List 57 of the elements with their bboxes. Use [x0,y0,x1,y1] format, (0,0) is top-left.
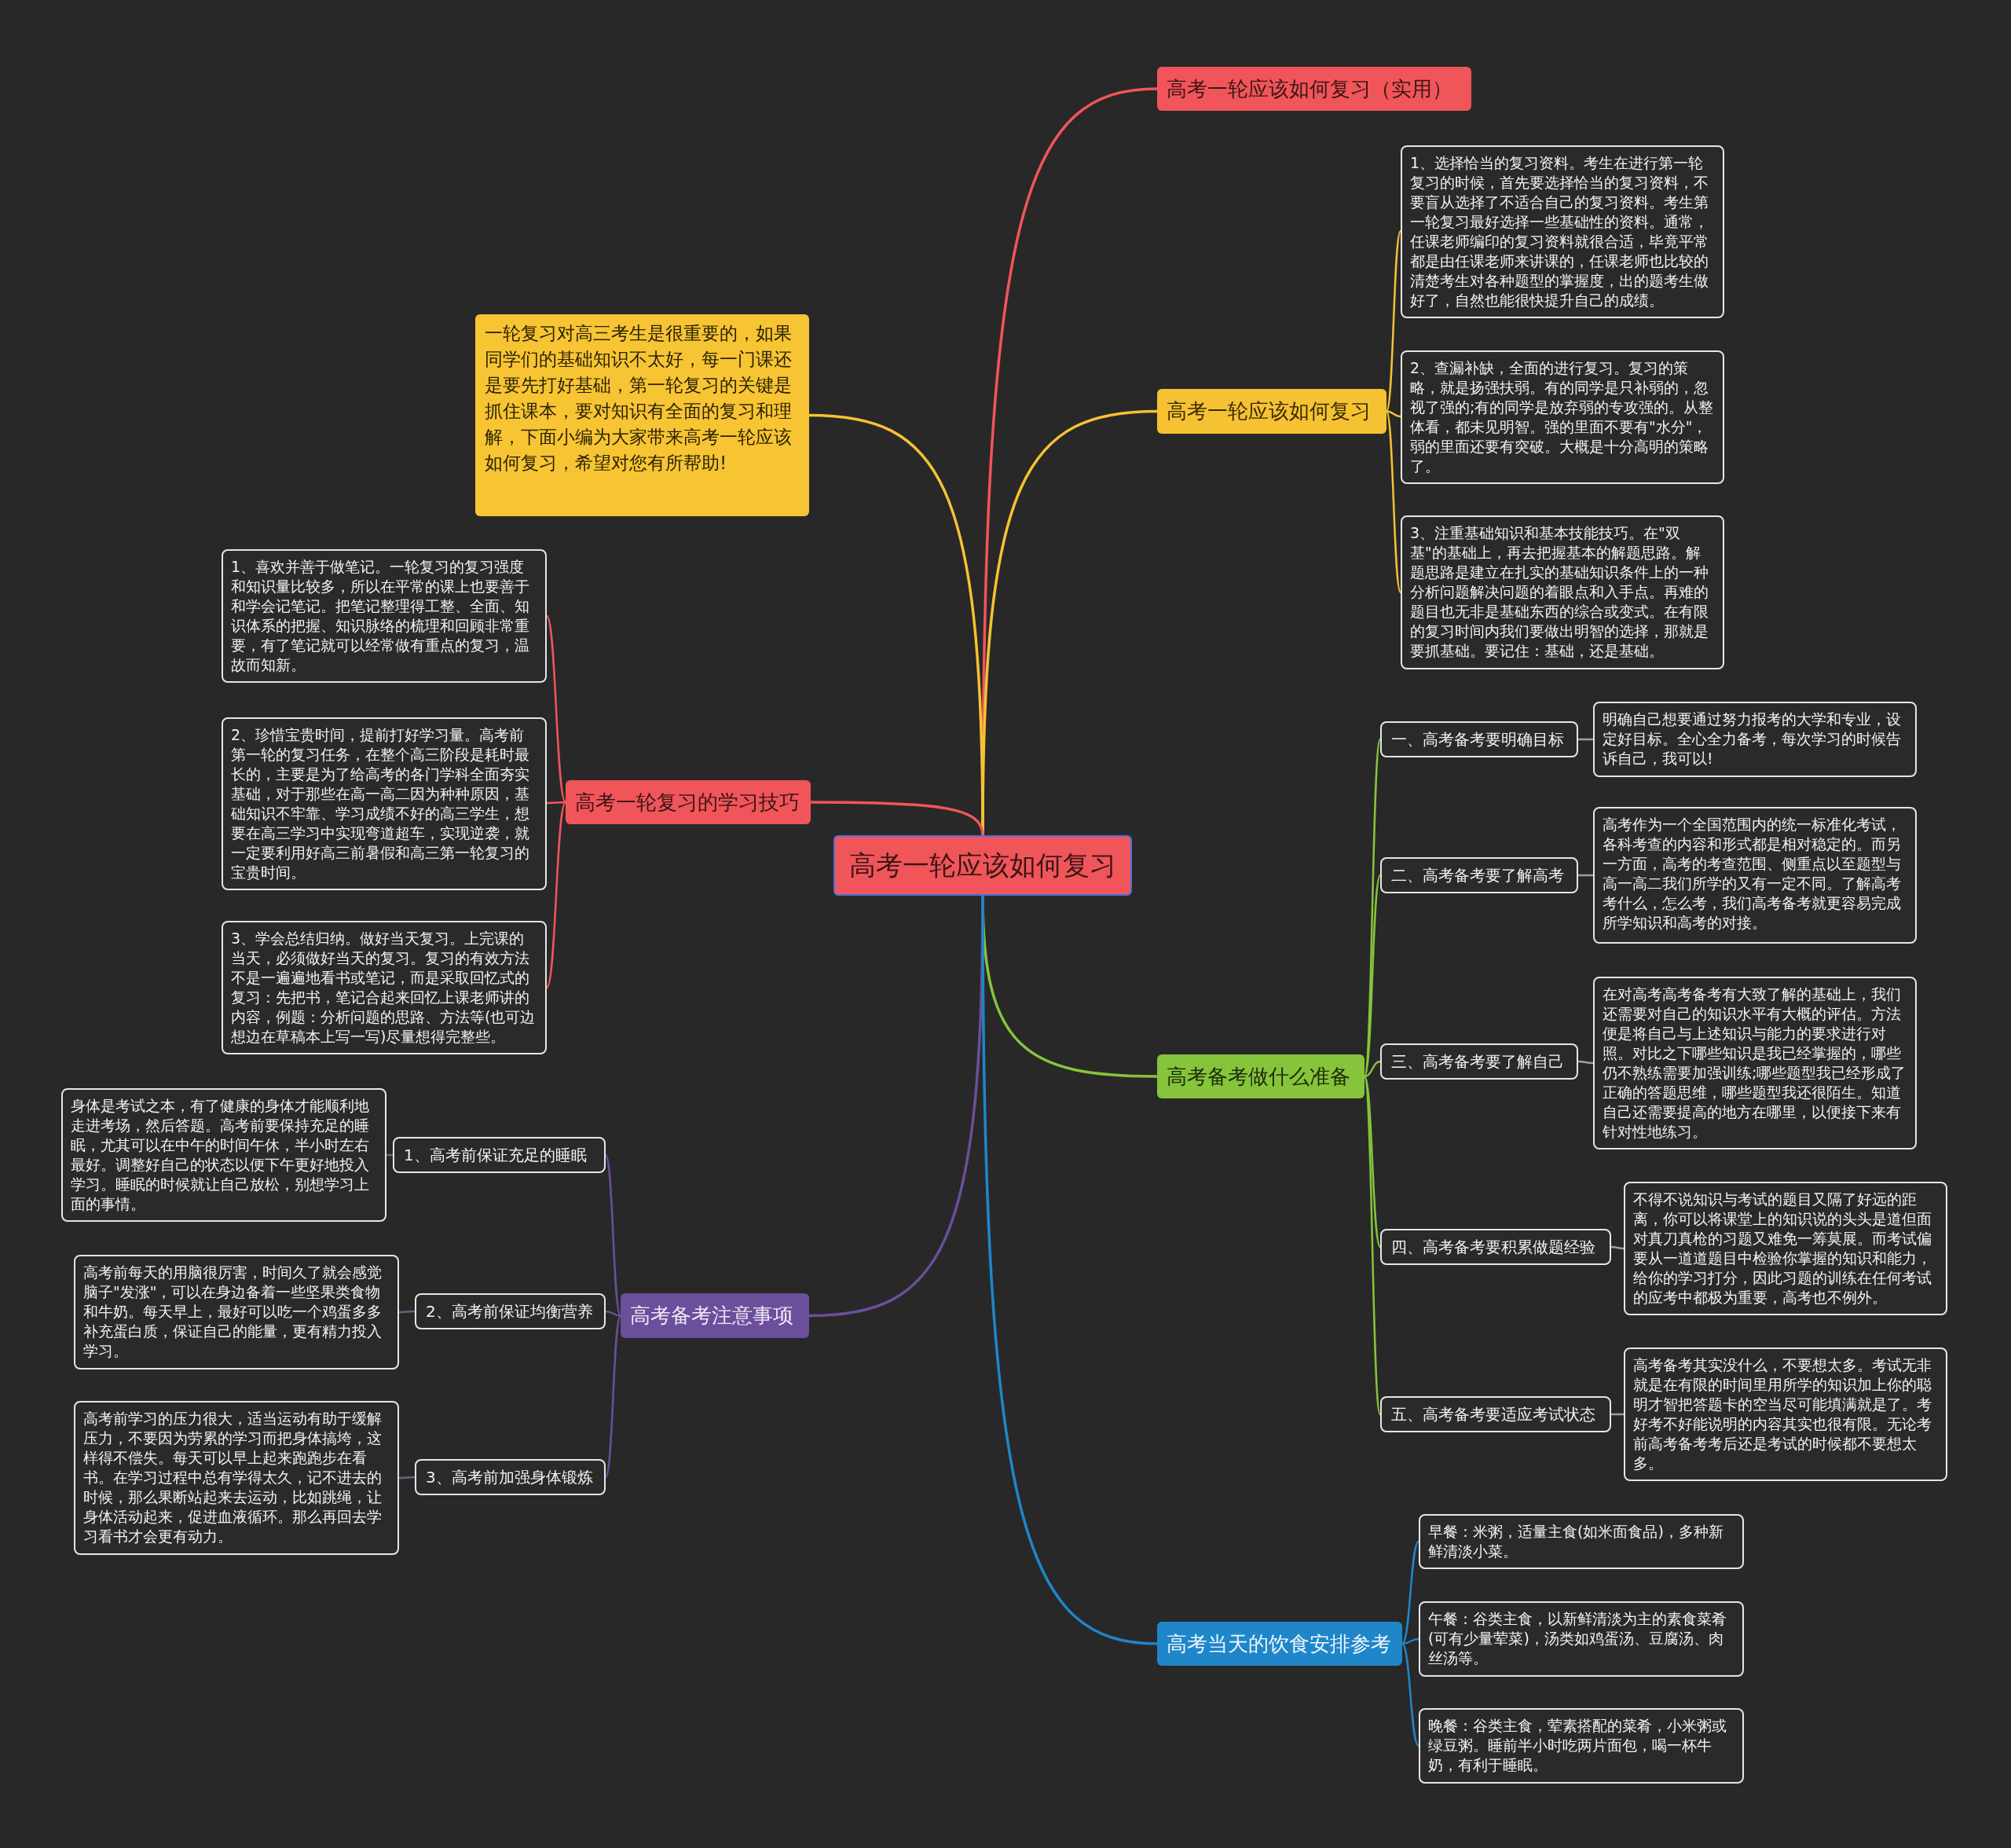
branch-topic: 高考一轮应该如何复习 [1157,389,1386,434]
connector-line [1363,874,1382,1077]
branch-topic: 高考一轮复习的学习技巧 [566,780,811,824]
branch-topic: 高考备考做什么准备 [1157,1054,1364,1098]
subtopic-box: 三、高考备考要了解自己 [1380,1043,1578,1080]
connector-line [1577,1060,1594,1065]
connector-line [547,801,566,805]
connector-line [545,615,567,803]
note-box: 晚餐：谷类主食，荤素搭配的菜肴，小米粥或绿豆粥。睡前半小时吃两片面包，喝一杯牛奶，有利于睡眠。 [1419,1708,1744,1784]
note-box: 明确自己想要通过努力报考的大学和专业，设定好目标。全心全力备考，每次学习的时候告诉自己，我可以! [1593,702,1917,777]
connector-line [399,1310,415,1314]
connector-line [811,801,984,836]
connector-line [604,1154,622,1317]
note-box: 3、注重基础知识和基本技能技巧。在"双基"的基础上，再去把握基本的解题思路。解题思路是建立在扎实的基础知识条件上的一种分析问题解决问题的着眼点和入手点。再难的题目也无非是基础东西的综合或变式。在有限的复习时间内我们要做出明智的选择，那就是要抓基础。要记住：基础，还是基础。 [1401,515,1724,669]
connector-line [1364,1060,1381,1078]
note-box: 1、喜欢并善于做笔记。一轮复习的复习强度和知识量比较多，所以在平常的课上也要善于和学会记笔记。把笔记整理得工整、全面、知识体系的把握、知识脉络的梳理和回顾非常重要，有了笔记就可以经常做有重点的复习，温故而知新。 [222,549,547,683]
connector-line [1578,874,1593,877]
subtopic-box: 五、高考备考要适应考试状态 [1380,1396,1611,1432]
note-box: 3、学会总结归纳。做好当天复习。上完课的当天，必须做好当天的复习。复习的有效方法不是一遍遍地看书或笔记，而是采取回忆式的复习：先把书，笔记合起来回忆上课老师讲的内容，例题：分析问题的思路、方法等(也可边想边在草稿本上写一写)尽量想得完整些。 [222,921,547,1054]
branch-topic: 高考一轮应该如何复习（实用） [1157,67,1471,111]
subtopic-box: 二、高考备考要了解高考 [1380,857,1578,893]
connector-line [1385,230,1402,412]
note-box: 午餐：谷类主食，以新鲜清淡为主的素食菜肴(可有少量荤菜)，汤类如鸡蛋汤、豆腐汤、肉丝汤等。 [1419,1601,1744,1677]
connector-line [1610,1245,1625,1250]
subtopic-box: 3、高考前加强身体锻炼 [415,1459,606,1495]
subtopic-box: 2、高考前保证均衡营养 [415,1293,606,1329]
note-box: 高考前学习的压力很大，适当运动有助于缓解压力，不要因为劳累的学习而把身体搞垮，这样得不偿失。每天可以早上起来跑跑步在看书。在学习过程中总有学得太久，记不进去的时候，那么果断站起来去运动，比如跳绳，让身体活动起来，促进血液循环。那么再回去学习看书才会更有动力。 [74,1401,399,1555]
connector-line [399,1476,415,1480]
note-box: 在对高考高考备考有大致了解的基础上，我们还需要对自己的知识水平有大概的评估。方法便是将自己与上述知识与能力的要求进行对照。对比之下哪些知识是我已经掌握的，哪些仍不熟练需要加强训练;哪些题型我已经形成了正确的答题思维，哪些题型我还很陌生。知道自己还需要提高的地方在哪里，以便接下来有针对性地练习。 [1593,977,1917,1150]
note-box: 1、选择恰当的复习资料。考生在进行第一轮复习的时候，首先要选择恰当的复习资料，不要盲从选择了不适合自己的复习资料。考生第一轮复习最好选择一些基础性的资料。通常，任课老师编印的复习资料就很合适，毕竟平常都是由任课老师来讲课的，任课老师也比较的清楚考生对各种题型的掌握度，出的题考生做好了，自然也能很快提升自己的成绩。 [1401,145,1724,318]
note-box: 高考前每天的用脑很厉害，时间久了就会感觉脑子"发涨"，可以在身边备着一些坚果类食物和牛奶。每天早上，最好可以吃一个鸡蛋多多补充蛋白质，保证自己的能量，更有精力投入学习。 [74,1255,399,1370]
connector-line [605,1310,621,1317]
note-box: 高考作为一个全国范围内的统一标准化考试，各科考查的内容和形式都是相对稳定的。而另一方面，高考的考查范围、侧重点以至题型与高一高二我们所学的又有一定不同。了解高考考什么，怎么考，我们高考备考就更容易完成所学知识和高考的对接。 [1593,807,1917,944]
connector-line [1386,410,1401,418]
connector-line [1578,738,1593,741]
connector-line [808,413,984,836]
branch-topic: 高考备考注意事项 [621,1293,809,1338]
note-box: 2、珍惜宝贵时间，提前打好学习量。高考前第一轮的复习任务，在整个高三阶段是耗时最长的，主要是为了给高考的各门学科全面夯实基础，对于那些在高一高二因为种种原因，基础知识不牢靠、学习成绩不好的高三学生，想要在高三学习中实现弯道超车，实现逆袭，就一定要利用好高三前暑假和高三第一轮复习的宝贵时间。 [222,717,547,890]
branch-topic: 高考当天的饮食安排参考 [1157,1622,1402,1666]
subtopic-box: 1、高考前保证充足的睡眠 [393,1137,606,1173]
note-box: 2、查漏补缺，全面的进行复习。复习的策略，就是扬强扶弱。有的同学是只补弱的，忽视了强的;有的同学是放弃弱的专攻强的。从整体看，都未见明智。强的里面不要有"水分"，弱的里面还要有突破。大概是十分高明的策略了。 [1401,350,1724,484]
subtopic-box: 四、高考备考要积累做题经验 [1380,1229,1611,1265]
note-box: 早餐：米粥，适量主食(如米面食品)，多种新鲜清淡小菜。 [1419,1514,1744,1569]
connector-line [981,896,1158,1645]
connector-line [1401,1637,1419,1645]
connector-line [545,801,567,988]
central-topic: 高考一轮应该如何复习 [833,835,1132,896]
note-box: 不得不说知识与考试的题目又隔了好远的距离，你可以将课堂上的知识说的头头是道但面对真刀真枪的习题又难免一筹莫展。而考试偏要从一道道题目中检验你掌握的知识和能力，给你的学习打分，因此习题的训练在任何考试的应考中都极为重要，高考也不例外。 [1624,1182,1947,1315]
connector-line [1385,410,1402,593]
connector-line [1401,1541,1419,1644]
connector-line [1363,1076,1382,1415]
intro-note: 一轮复习对高三考生是很重要的，如果同学们的基础知识不太好，每一门课还是要先打好基础，第一轮复习的关键是抓住课本，要对知识有全面的复习和理解，下面小编为大家带来高考一轮应该如何复习，希望对您有所帮助! [475,314,809,516]
note-box: 高考备考其实没什么，不要想太多。考试无非就是在有限的时间里用所学的知识加上你的聪明才智把答题卡的空当尽可能填满就是了。考好考不好能说明的内容其实也很有限。无论考前高考备考考后还是考试的时候都不要想太多。 [1624,1348,1947,1481]
subtopic-box: 一、高考备考要明确目标 [1380,721,1578,757]
connector-line [604,1314,622,1478]
note-box: 身体是考试之本，有了健康的身体才能顺利地走进考场，然后答题。高考前要保持充足的睡眠，尤其可以在中午的时间午休，半小时左右最好。调整好自己的状态以便下午更好地投入学习。睡眠的时候就让自己放松，别想学习上面的事情。 [61,1088,386,1222]
connector-line [1401,1643,1419,1747]
